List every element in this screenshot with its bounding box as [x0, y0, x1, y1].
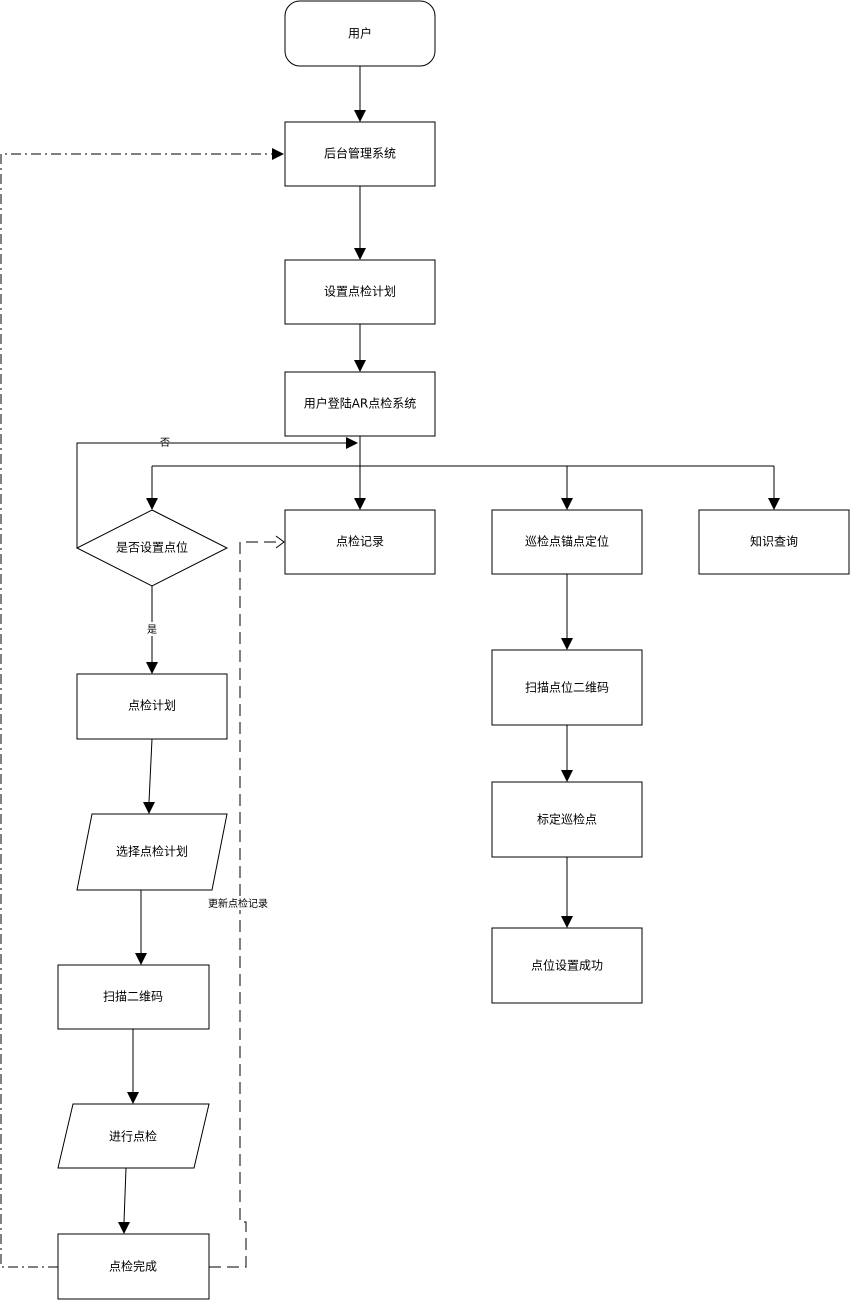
- edge-label-update-record: 更新点检记录: [208, 897, 268, 910]
- arrowhead: [561, 770, 573, 782]
- arrowhead: [143, 802, 155, 814]
- node-decision-label: 是否设置点位: [116, 540, 188, 555]
- node-set-plan-label: 设置点检计划: [324, 284, 396, 299]
- arrowhead: [561, 498, 573, 510]
- node-user-label: 用户: [348, 26, 372, 41]
- node-scan-pos-qr-label: 扫描点位二维码: [525, 680, 609, 695]
- arrowhead: [768, 498, 780, 510]
- edge-decision-no: [76, 442, 346, 548]
- node-anchor-label: 巡检点锚点定位: [525, 534, 609, 549]
- node-login: [284, 371, 436, 437]
- arrowhead: [354, 110, 366, 122]
- edge-label-no: 否: [160, 437, 170, 449]
- node-decision: [75, 509, 229, 587]
- arrowhead: [354, 360, 366, 372]
- node-record: [284, 509, 436, 575]
- arrowhead: [354, 248, 366, 260]
- node-login-label: 用户登陆AR点检系统: [304, 396, 417, 411]
- node-mark-point-label: 标定巡检点: [537, 812, 597, 827]
- arrowhead: [135, 953, 147, 965]
- edge-do-done: [123, 1167, 127, 1223]
- edge-label-yes: 是: [147, 624, 157, 636]
- node-set-plan: [284, 259, 436, 325]
- edge-plan-select: [148, 738, 153, 803]
- node-do-check-label: 进行点检: [109, 1129, 157, 1144]
- arrowhead: [346, 437, 358, 449]
- node-pos-success-label: 点位设置成功: [531, 958, 603, 973]
- node-knowledge-label: 知识查询: [750, 535, 798, 549]
- node-scan-qr: [57, 964, 210, 1030]
- node-check-done-label: 点检完成: [109, 1259, 157, 1274]
- arrowhead: [146, 498, 158, 510]
- node-check-done: [57, 1233, 210, 1300]
- arrowhead: [354, 498, 366, 510]
- node-mark-point: [491, 781, 643, 858]
- node-do-check: [57, 1103, 210, 1169]
- node-anchor: [491, 509, 643, 575]
- node-select-plan-label: 选择点检计划: [116, 844, 188, 859]
- arrowhead: [118, 1222, 130, 1234]
- arrowhead: [127, 1092, 139, 1104]
- node-backend-label: 后台管理系统: [324, 146, 396, 161]
- label-bg: [144, 622, 160, 636]
- node-user: [284, 0, 436, 67]
- arrowhead: [561, 916, 573, 928]
- arrowhead: [272, 148, 284, 160]
- node-record-label: 点检记录: [336, 534, 384, 549]
- node-knowledge: [698, 509, 850, 575]
- edge-done-record-dashed: [209, 541, 276, 1268]
- node-plan-label: 点检计划: [128, 698, 176, 713]
- node-pos-success: [491, 927, 643, 1004]
- arrowhead: [146, 662, 158, 674]
- label-bg: [206, 896, 274, 910]
- arrowhead: [561, 638, 573, 650]
- edge-done-backend-dashed: [0, 153, 272, 1268]
- node-select-plan: [76, 813, 228, 891]
- node-scan-qr-label: 扫描二维码: [103, 990, 163, 1004]
- node-scan-pos-qr: [491, 649, 643, 726]
- node-backend: [284, 121, 436, 187]
- node-plan: [76, 673, 228, 740]
- open-arrowhead: [275, 535, 285, 549]
